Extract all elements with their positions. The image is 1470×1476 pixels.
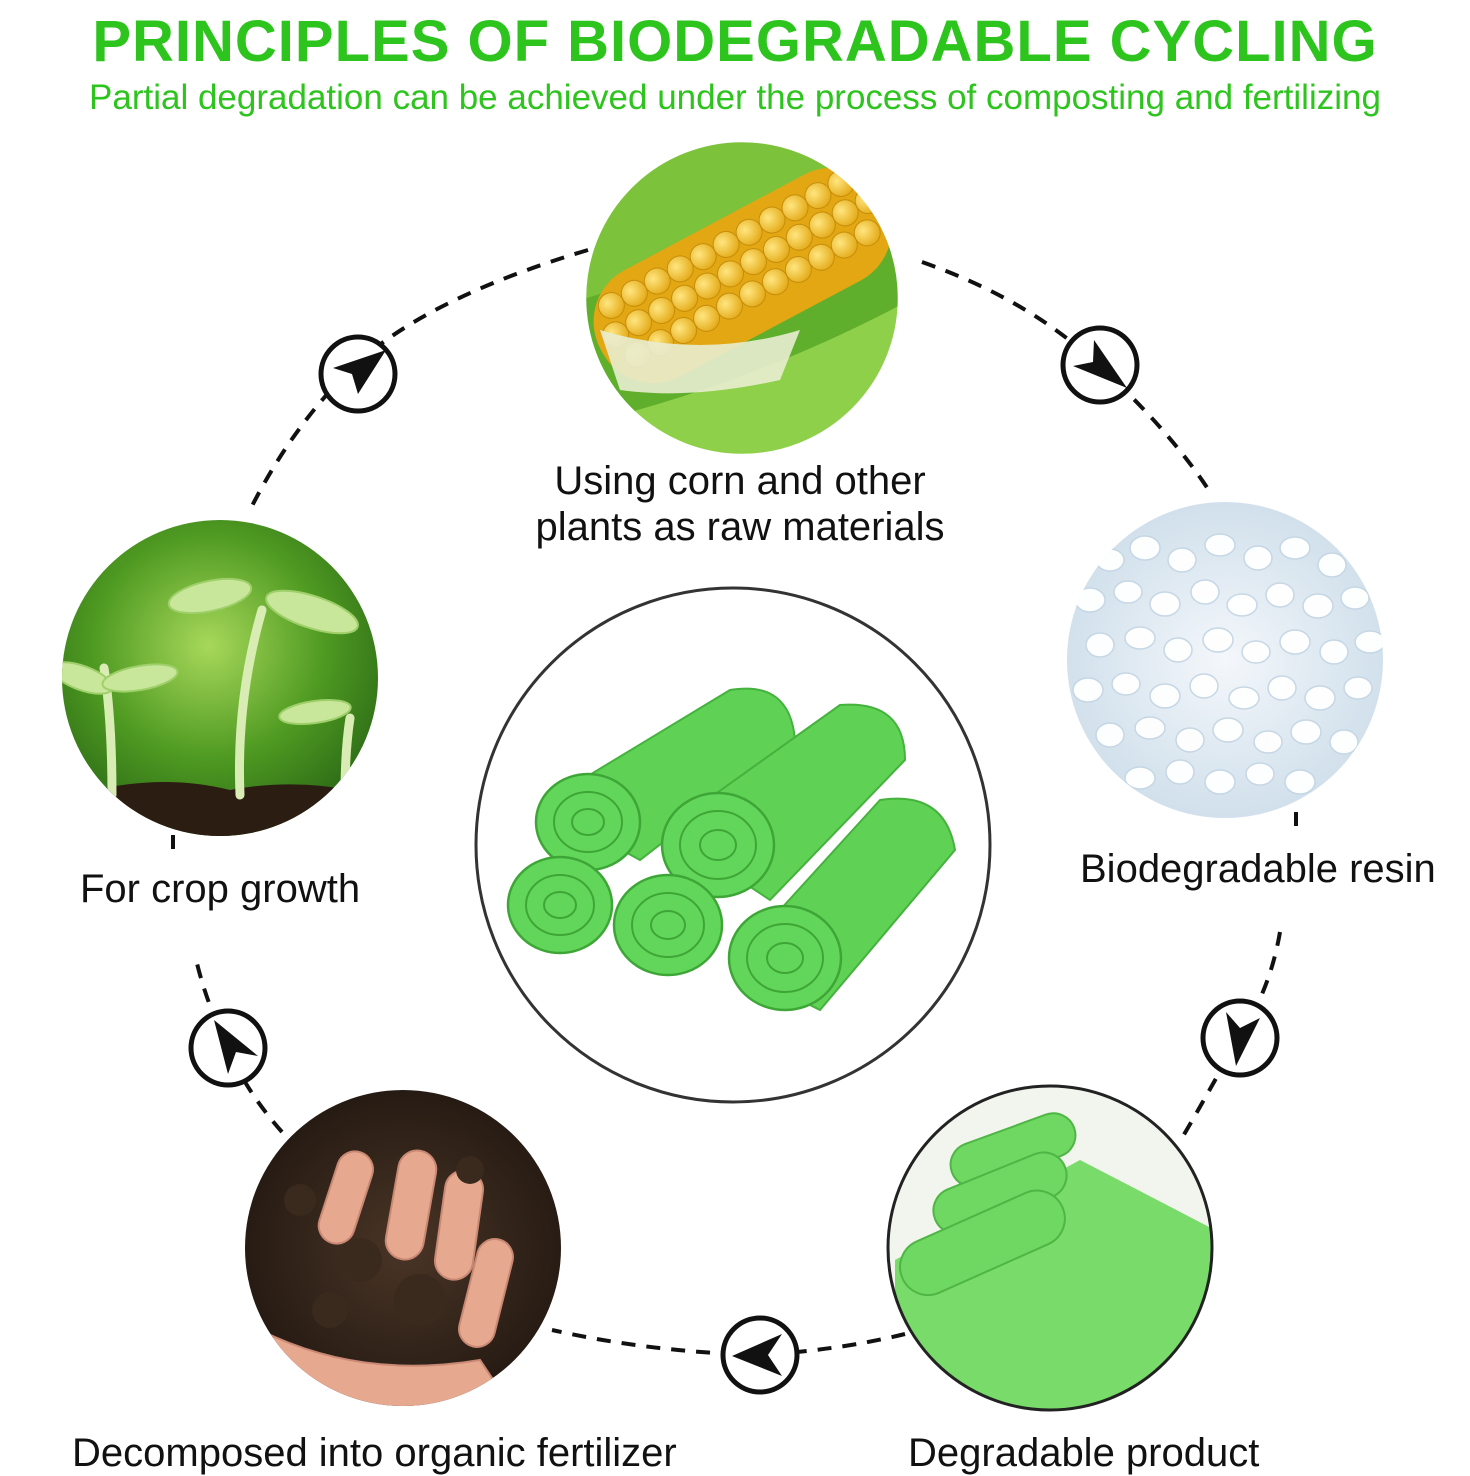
page-title: PRINCIPLES OF BIODEGRADABLE CYCLING — [92, 9, 1378, 74]
corn-label-line2: plants as raw materials — [535, 505, 945, 549]
product-frame — [886, 1084, 1214, 1412]
product-image — [888, 1086, 1212, 1410]
center-frame — [474, 586, 992, 1104]
corn-label: Using corn and other plants as raw mater… — [480, 458, 1000, 550]
arrow-circle-icon — [188, 1008, 268, 1088]
page-subtitle: Partial degradation can be achieved unde… — [89, 78, 1381, 117]
resin-image — [1067, 502, 1383, 818]
crop-label: For crop growth — [80, 867, 361, 911]
corn-frame — [583, 139, 901, 457]
product-label: Degradable product — [908, 1431, 1260, 1475]
soil-hand-image — [245, 1090, 561, 1406]
resin-label: Biodegradable resin — [1080, 847, 1436, 891]
corn-label-line1: Using corn and other — [554, 459, 926, 503]
arrow-circle-icon — [1060, 325, 1140, 405]
arrow-circle-icon — [318, 334, 398, 414]
center-bag-rolls-image — [506, 687, 957, 1012]
corn-image — [585, 141, 899, 455]
fertilizer-label: Decomposed into organic fertilizer — [72, 1431, 677, 1475]
seedling-image — [62, 520, 378, 836]
arrow-circle-icon — [1200, 998, 1280, 1078]
arrow-circle-icon — [720, 1315, 800, 1395]
